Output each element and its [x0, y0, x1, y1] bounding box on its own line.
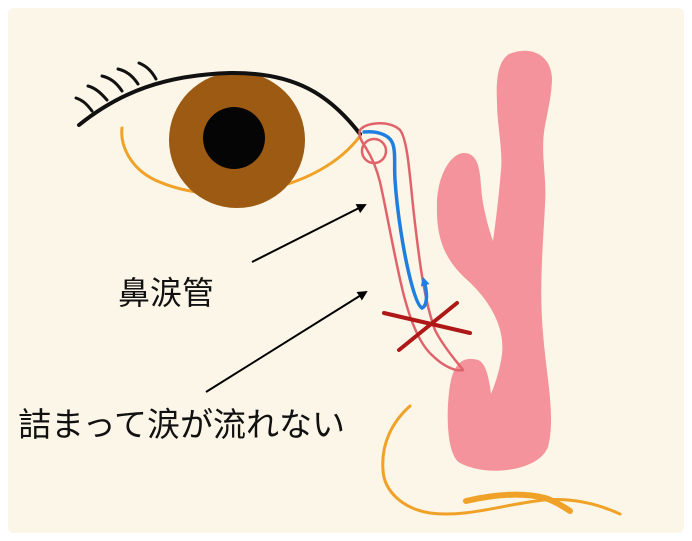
pupil: [203, 107, 265, 169]
panel-background: [8, 8, 684, 533]
blocked-tear-label: 詰まって涙が流れない: [18, 398, 345, 446]
nasolacrimal-duct-label: 鼻涙管: [118, 268, 214, 314]
